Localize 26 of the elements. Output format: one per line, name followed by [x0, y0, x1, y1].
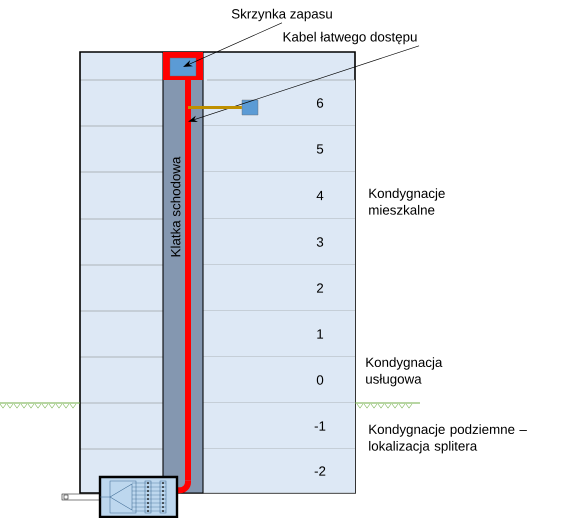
callout-text: Kabel łatwego dostępu [284, 32, 417, 44]
node-label: 4 [316, 190, 324, 200]
drop-cable [188, 106, 242, 109]
floor-band: 4 [202, 172, 356, 220]
floor-band: 1 [202, 311, 356, 358]
node-label: 6 [316, 98, 324, 108]
callout-text: Skrzynka zapasu [232, 8, 332, 22]
outlet-box [242, 100, 258, 116]
floor-group-label: Kondygnacja usługowa [366, 357, 442, 386]
floor-band: 5 [202, 126, 356, 172]
node-label: 5 [316, 144, 324, 154]
node-label: 3 [316, 237, 324, 247]
floor-band: 2 [202, 265, 356, 312]
spare-box [163, 52, 203, 80]
node-label: 1 [317, 329, 324, 339]
node-label: -2 [314, 466, 326, 476]
floor-group-label: Kondygnacje podziemne – lokalizacja splitera [369, 424, 527, 454]
floor-band: 3 [202, 219, 356, 266]
floor-band: -1 [202, 403, 356, 450]
floor-band: 0 [202, 357, 356, 404]
floor-band: -2 [202, 449, 356, 494]
node-label: -1 [314, 421, 326, 431]
node-label: 0 [316, 375, 324, 385]
floor-group-label: Kondygnacje mieszkalne [369, 188, 445, 215]
floor-band: 6 [202, 80, 356, 126]
node-label: 2 [316, 283, 324, 293]
